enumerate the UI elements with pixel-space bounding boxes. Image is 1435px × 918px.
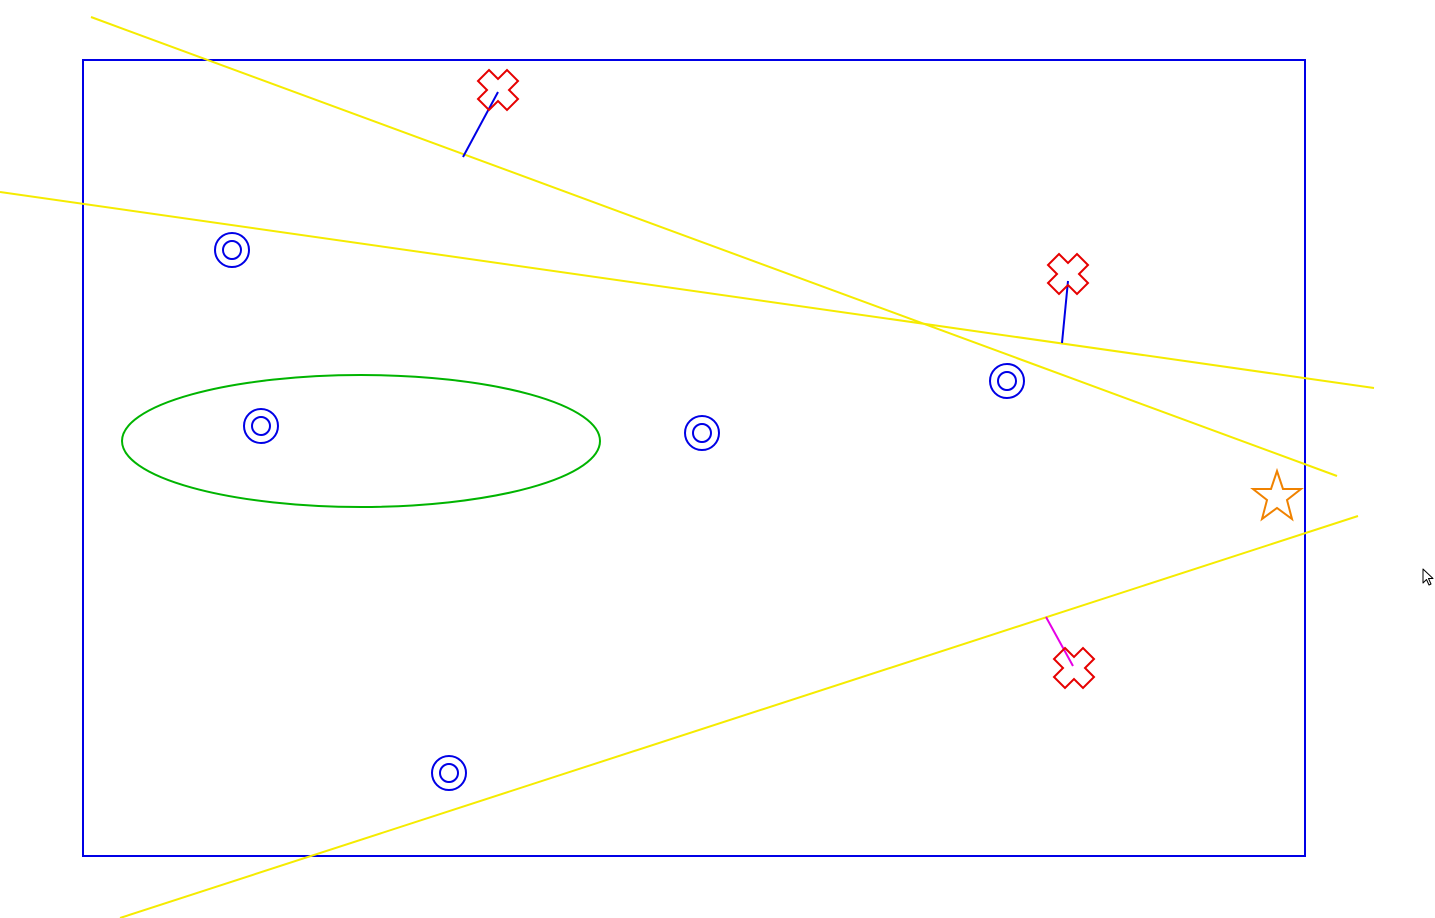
connector-cross-2 [1061,280,1069,344]
red-cross-icon [477,69,519,111]
double-circle-target-icon [214,232,250,268]
connector-cross-1 [462,91,499,158]
yellow-line-upper-diagonal [90,16,1338,477]
orange-star-icon [1250,467,1304,522]
double-circle-target-icon [243,408,279,444]
yellow-line-lower-diagonal [119,515,1359,918]
double-circle-target-icon [684,415,720,451]
yellow-line-shallow [0,191,1375,389]
double-circle-target-icon [431,755,467,791]
double-circle-target-icon [989,363,1025,399]
connector-cross-3 [1045,616,1074,667]
red-cross-icon [1053,647,1095,689]
connectors [462,91,1074,667]
green-ellipse [121,374,601,508]
mouse-pointer-icon [1422,568,1434,586]
yellow-lines [0,16,1375,918]
boundary-frame [82,59,1306,857]
